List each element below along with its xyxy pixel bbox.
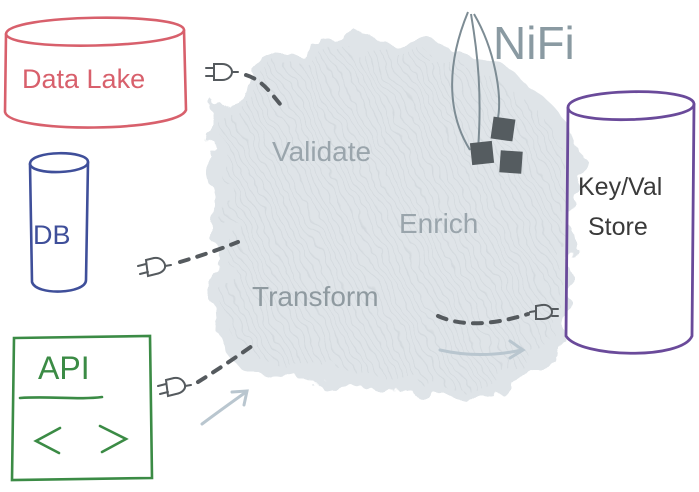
data-lake-plug-icon — [205, 63, 239, 81]
store-connector — [436, 312, 530, 326]
db-connector — [178, 240, 240, 264]
step-transform: Transform — [252, 281, 379, 312]
code-greater-than-icon — [98, 424, 129, 454]
db-label: DB — [33, 220, 71, 250]
code-less-than-icon — [33, 426, 62, 455]
nifi-icon — [451, 11, 523, 174]
data-lake-cylinder — [3, 16, 188, 129]
flow-arrow-in — [200, 389, 249, 426]
processing-cloud — [210, 37, 581, 399]
data-lake-connector — [244, 73, 282, 106]
api-label: API — [38, 350, 90, 386]
data-lake-label: Data Lake — [22, 64, 146, 94]
nifi-label: NiFi — [493, 17, 575, 69]
api-plug-icon — [157, 376, 192, 398]
store-label-line1: Key/Val — [578, 173, 663, 201]
api-connector — [196, 344, 254, 384]
flow-arrow-out — [438, 339, 526, 360]
key-val-store-cylinder — [564, 90, 696, 355]
store-label-line2: Store — [588, 213, 648, 241]
step-enrich: Enrich — [399, 208, 479, 239]
step-validate: Validate — [272, 136, 372, 167]
api-box — [10, 334, 154, 482]
db-cylinder — [28, 151, 90, 293]
store-plug-icon — [529, 303, 559, 320]
db-plug-icon — [137, 256, 172, 278]
